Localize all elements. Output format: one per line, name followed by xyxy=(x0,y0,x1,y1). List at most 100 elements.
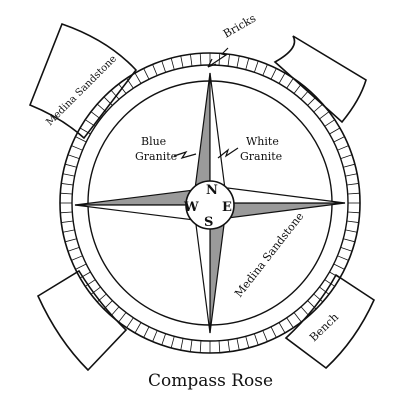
brick-tick xyxy=(199,340,202,353)
brick-tick xyxy=(170,336,175,348)
brick-tick xyxy=(152,64,158,76)
white-granite-label-line2: Granite xyxy=(240,150,282,163)
brick-tick xyxy=(62,173,75,177)
brick-tick xyxy=(126,317,134,328)
brick-tick xyxy=(62,229,75,233)
brick-tick xyxy=(345,229,358,233)
compass-star xyxy=(74,72,346,334)
brick-tick xyxy=(347,211,360,214)
east-letter: E xyxy=(222,200,232,215)
brick-tick xyxy=(71,255,83,261)
brick-tick xyxy=(67,154,80,160)
brick-tick xyxy=(75,136,87,143)
brick-tick xyxy=(270,326,277,338)
brick-tick xyxy=(319,286,330,295)
brick-tick xyxy=(190,339,193,352)
brick-tick xyxy=(199,53,202,66)
white-granite-label-line1: White xyxy=(246,135,279,148)
blue-granite-label-line1: Blue xyxy=(141,135,166,148)
brick-tick xyxy=(346,183,359,186)
brick-tick xyxy=(85,279,96,287)
south-letter: S xyxy=(204,215,213,230)
brick-tick xyxy=(143,68,150,80)
brick-tick xyxy=(324,279,335,287)
north-letter: N xyxy=(206,183,218,198)
brick-tick xyxy=(329,127,341,135)
brick-tick xyxy=(313,103,324,113)
brick-tick xyxy=(79,271,91,279)
east-point-blue xyxy=(225,202,346,219)
bench-top-right xyxy=(273,35,367,124)
brick-tick xyxy=(337,145,349,151)
brick-ticks xyxy=(60,53,360,353)
brick-tick xyxy=(236,338,240,351)
brick-tick xyxy=(96,293,107,303)
west-point-blue xyxy=(74,189,197,206)
brick-tick xyxy=(103,96,113,106)
brick-tick xyxy=(134,322,142,334)
brick-tick xyxy=(61,183,74,186)
brick-tick xyxy=(270,68,277,80)
brick-tick xyxy=(253,60,259,73)
brick-tick xyxy=(118,312,127,323)
brick-tick xyxy=(110,306,120,317)
center-medallion xyxy=(185,180,235,230)
brick-tick xyxy=(278,322,286,334)
brick-tick xyxy=(60,192,73,195)
blue-granite-pointer xyxy=(173,150,197,160)
brick-tick xyxy=(190,54,193,67)
brick-tick xyxy=(293,83,302,94)
bricks-arrow xyxy=(207,47,229,68)
brick-tick xyxy=(161,60,167,73)
brick-tick xyxy=(90,111,101,120)
brick-tick xyxy=(319,111,330,120)
brick-tick xyxy=(345,173,358,177)
brick-tick xyxy=(170,58,175,70)
brick-tick xyxy=(245,58,250,70)
brick-tick xyxy=(103,300,113,310)
brick-tick xyxy=(67,246,80,252)
brick-tick xyxy=(152,330,158,342)
brick-tick xyxy=(278,72,286,84)
brick-tick xyxy=(110,89,120,100)
north-point-blue xyxy=(194,72,211,190)
brick-tick xyxy=(333,136,345,143)
brick-tick xyxy=(307,300,317,310)
brick-tick xyxy=(161,333,167,346)
brick-tick xyxy=(180,55,184,68)
medina-sandstone-ring-label: Medina Sandstone xyxy=(232,210,306,300)
brick-tick xyxy=(340,154,353,160)
brick-tick xyxy=(143,326,150,338)
brick-tick xyxy=(340,246,353,252)
brick-tick xyxy=(343,163,355,168)
brick-tick xyxy=(75,263,87,270)
east-point-white xyxy=(225,187,346,204)
brick-tick xyxy=(337,255,349,261)
brick-tick xyxy=(85,119,96,127)
brick-tick xyxy=(79,127,91,135)
brick-tick xyxy=(227,54,230,67)
bench-bottom-left xyxy=(36,269,128,372)
white-granite-pointer xyxy=(217,147,239,159)
brick-tick xyxy=(218,340,221,353)
brick-tick xyxy=(313,293,324,303)
brick-tick xyxy=(245,336,250,348)
west-letter: W xyxy=(183,200,199,215)
brick-tick xyxy=(227,339,230,352)
brick-tick xyxy=(343,238,355,243)
brick-tick xyxy=(61,220,74,223)
bench-label: Bench xyxy=(307,311,341,345)
brick-tick xyxy=(300,89,310,100)
brick-tick xyxy=(262,330,268,342)
brick-tick xyxy=(347,192,360,195)
brick-tick xyxy=(134,72,142,84)
diagram-title: Compass Rose xyxy=(148,371,273,391)
brick-tick xyxy=(60,211,73,214)
brick-tick xyxy=(96,103,107,113)
brick-tick xyxy=(346,220,359,223)
brick-tick xyxy=(329,271,341,279)
brick-tick xyxy=(300,306,310,317)
bricks-label: Bricks xyxy=(221,11,258,40)
brick-tick xyxy=(286,78,294,89)
